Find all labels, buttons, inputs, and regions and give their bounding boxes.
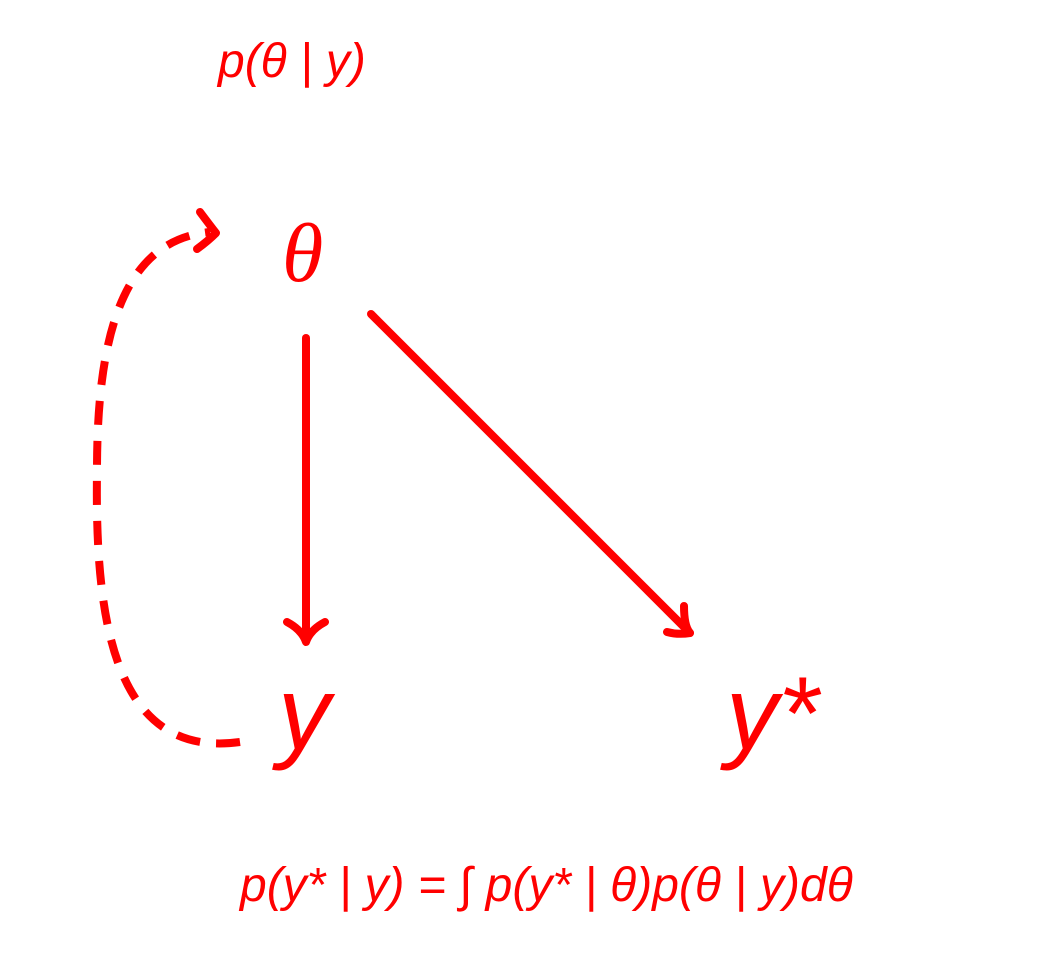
edge-theta-to-ystar-arrowhead <box>663 602 694 638</box>
posterior-update-arrowhead <box>193 208 220 253</box>
node-y: y <box>278 656 330 772</box>
predictive-formula: p(y* | y) = ∫ p(y* | θ)p(θ | y)dθ <box>240 859 853 912</box>
posterior-label: p(θ | y) <box>218 35 366 88</box>
posterior-update-dashed-arc <box>92 228 241 748</box>
edge-theta-to-ystar <box>367 310 694 637</box>
node-theta: θ <box>282 207 324 300</box>
edge-theta-to-y-arrowhead <box>283 618 329 646</box>
node-ystar: y* <box>726 656 819 772</box>
